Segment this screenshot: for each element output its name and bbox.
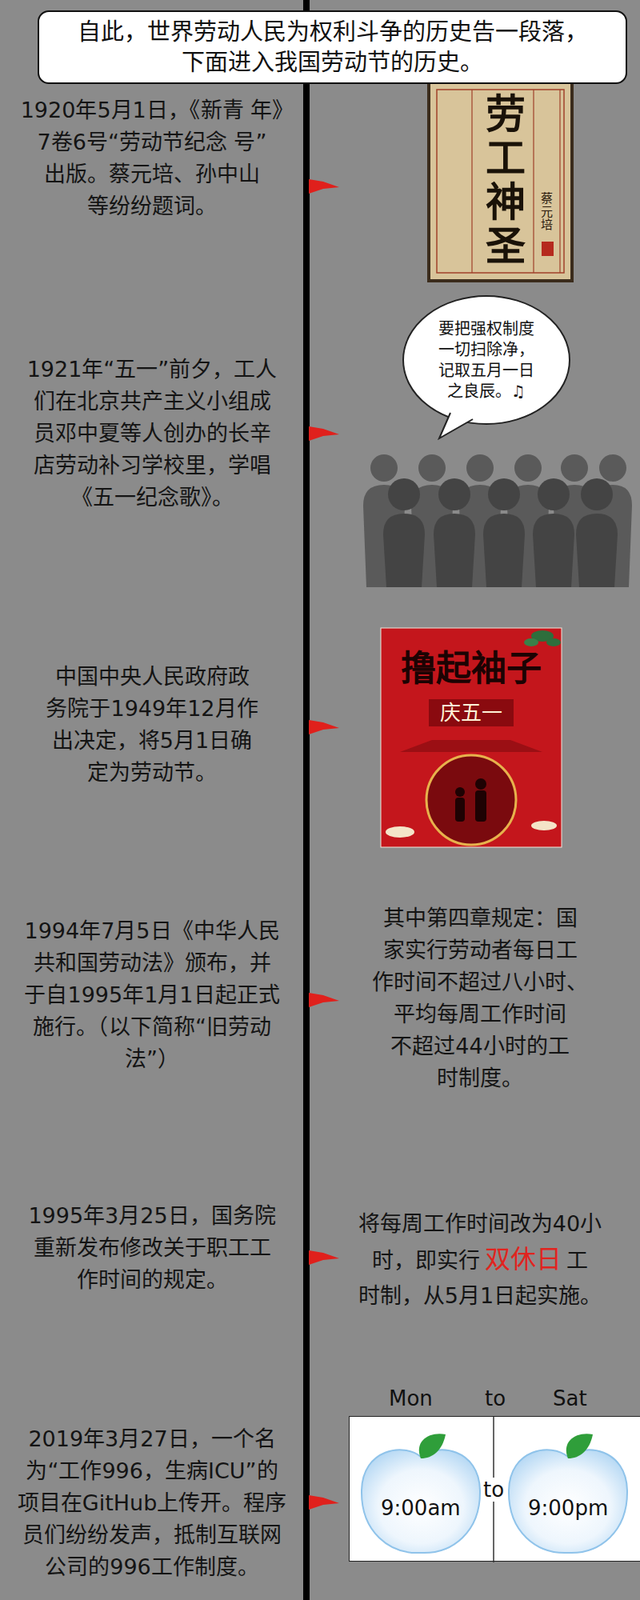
event-text: 1921年“五一”前夕，工人 们在北京共产主义小组成 员邓中夏等人创办的长辛 店… [16, 353, 288, 514]
person-body [433, 513, 476, 588]
roof-silhouette [400, 740, 543, 752]
detail-text: 其中第四章规定：国 家实行劳动者每日工 作时间不超过八小时、 平均每周工作时间 … [360, 902, 600, 1095]
event-text: 1920年5月1日，《新青 年》7卷6号“劳动节纪念 号”出版。蔡元培、孙中山 … [16, 94, 288, 223]
apple-badge: 9:00am [356, 1434, 486, 1556]
person-head [438, 478, 471, 511]
cloud [385, 826, 415, 838]
poster-title: 撸起袖子 [400, 649, 542, 691]
poster-subtitle: 庆五一 [428, 699, 514, 727]
text-paragraph: 将每周工作时间改为40小 时，即实行双休日工 时制，从5月1日起实施。 [352, 1206, 608, 1314]
person-head [580, 478, 613, 511]
calligraphy-frame [428, 81, 572, 281]
figure-head [455, 787, 465, 797]
event-text: 1994年7月5日《中华人民 共和国劳动法》颁布，并 于自1995年1月1日起正… [16, 915, 288, 1076]
seal-stamp [541, 241, 554, 256]
figure-body [475, 790, 487, 822]
apple-leaf [419, 1433, 446, 1459]
person-body [532, 513, 575, 588]
apple-body [361, 1449, 480, 1553]
weekday-label: to [484, 1385, 506, 1412]
figure-head [475, 778, 487, 790]
person-head [488, 478, 520, 511]
person-head [466, 454, 494, 482]
apple-body [508, 1449, 628, 1553]
week-table: to 9:00am 9:00pm [348, 1416, 640, 1562]
person-head [514, 454, 542, 482]
bubble-ellipse [403, 296, 570, 424]
weekday-label: Mon [388, 1385, 433, 1412]
person-head [370, 454, 398, 482]
person-head [388, 478, 420, 511]
timeline-flag [308, 1495, 340, 1510]
poster-ground [380, 628, 562, 848]
person-head [537, 478, 570, 511]
calligraphy-rule [471, 89, 472, 273]
calligraphy-border [436, 89, 564, 273]
event-text: 2019年3月27日，一个名 为“工作996，生病ICU”的 项目在GitHub… [16, 1423, 288, 1584]
event-text: 中国中央人民政府政 务院于1949年12月作 出决定，将5月1日确 定为劳动节。 [16, 660, 288, 789]
pine-branch [524, 638, 539, 647]
calligraphy-rule [532, 89, 534, 273]
timeline-flag [308, 720, 340, 735]
person-head [599, 454, 627, 482]
detail-text: 将每周工作时间改为40小 时，即实行 [358, 1211, 602, 1273]
moon-circle [426, 755, 516, 845]
node-text: 9:00pm [528, 1496, 608, 1520]
person-head [418, 454, 446, 482]
calligraphy-text: 劳工神圣 [485, 92, 526, 269]
apple-leaf [566, 1433, 593, 1459]
calligraphy-rule [559, 89, 560, 273]
node-text: 要把强权制度 一切扫除净， 记取五月一日 之良辰。♫ [434, 318, 539, 402]
event-text: 1995年3月25日，国务院 重新发布修改关于职工工 作时间的规定。 [16, 1200, 288, 1296]
person-body [483, 513, 525, 588]
node-text: 自此，世界劳动人民为权利斗争的历史告一段落， 下面进入我国劳动节的历史。 [69, 16, 596, 78]
node-text: to [480, 1477, 508, 1502]
banner-box: 自此，世界劳动人民为权利斗争的历史告一段落， 下面进入我国劳动节的历史。 [37, 10, 628, 84]
speech-bubble: 要把强权制度 一切扫除净， 记取五月一日 之良辰。♫ [400, 292, 572, 439]
timeline-flag [308, 1250, 340, 1265]
weekday-label: Sat [552, 1385, 588, 1412]
person-body [576, 513, 618, 588]
figure-body [455, 797, 465, 822]
apple-outline [503, 1434, 633, 1556]
node-text: 9:00am [380, 1496, 461, 1520]
holiday-poster [380, 628, 562, 848]
apple-badge: 9:00pm [503, 1434, 633, 1556]
highlight-text: 双休日 [484, 1244, 562, 1275]
person-head [560, 454, 588, 482]
bubble-tail [439, 412, 473, 439]
signature-text: 蔡元培 [540, 192, 553, 232]
crowd-silhouette [363, 454, 632, 588]
apple-outline [356, 1434, 486, 1556]
person-body [383, 513, 425, 588]
cloud [531, 820, 557, 831]
timeline-axis [303, 0, 310, 1600]
timeline-flag [308, 992, 340, 1008]
pine-branch [546, 638, 561, 647]
timeline-flag [308, 179, 340, 194]
timeline-flag [308, 426, 340, 441]
